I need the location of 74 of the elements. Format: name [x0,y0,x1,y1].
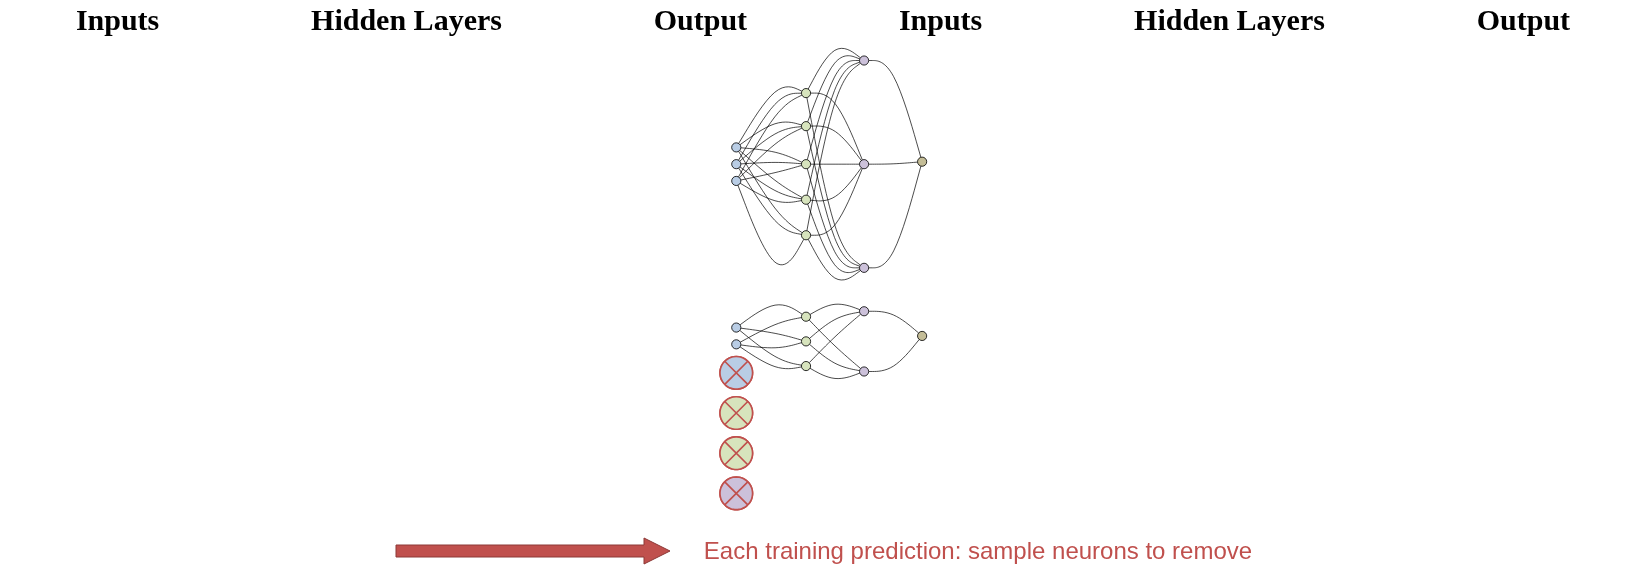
connector [737,151,803,234]
connector [806,130,860,267]
connector [867,161,918,165]
note-text: Each training prediction: sample neurons to remove [703,537,1253,565]
connector [740,165,802,181]
connector [809,125,862,161]
connector [739,330,802,366]
connector [809,163,860,165]
node-circle [800,121,811,132]
node-circle [730,159,741,170]
node-circle [858,262,869,273]
connector [867,339,920,372]
connector [809,92,863,161]
node-circle [800,88,811,99]
connector [806,97,861,266]
connector [806,60,860,161]
connector [739,121,802,146]
node-circle [730,322,741,333]
connector [808,311,860,339]
node-circle [730,175,741,186]
connector [807,48,861,90]
node-circle [858,366,869,377]
connector [737,94,802,178]
connector [738,167,802,235]
node-circle [730,142,741,153]
connector [806,61,860,196]
node-circle [800,311,811,322]
connector [739,150,803,198]
connector [809,367,860,379]
layer-heading: Hidden Layers [1134,3,1325,37]
node-circle [800,194,811,205]
layer-heading: Output [653,3,748,37]
connector [740,147,802,163]
connector [740,162,802,165]
layer-heading: Hidden Layers [311,3,502,37]
connector [867,165,921,269]
connector [806,55,860,123]
connector [740,342,802,349]
connector [740,327,802,341]
node-circle [858,55,869,66]
connector [739,126,802,162]
node-circle [800,159,811,170]
connector [739,166,802,200]
connector [806,62,861,232]
layer-heading: Inputs [898,3,983,37]
connector [807,238,861,281]
connector [867,310,919,334]
connector [808,313,861,364]
connector [809,303,860,315]
connector [867,60,921,158]
node-circle [916,156,927,167]
node-circle [858,159,869,170]
node-circle [916,330,927,341]
connector [806,203,860,273]
connector [737,92,802,161]
connector [739,346,802,370]
connector [739,182,802,203]
node-circle [800,361,811,372]
node-circle [800,336,811,347]
connector [809,168,863,236]
connector [738,127,802,179]
layer-heading: Inputs [75,3,160,37]
node-circle [800,230,811,241]
connector [737,86,802,144]
connector [809,167,862,202]
connector [808,344,860,371]
connector [808,319,861,369]
layer-heading: Output [1476,3,1571,37]
node-circle [858,306,869,317]
connector [739,317,802,343]
connector [739,304,803,326]
node-circle [730,339,741,350]
connector [806,168,860,269]
connector [737,184,804,266]
